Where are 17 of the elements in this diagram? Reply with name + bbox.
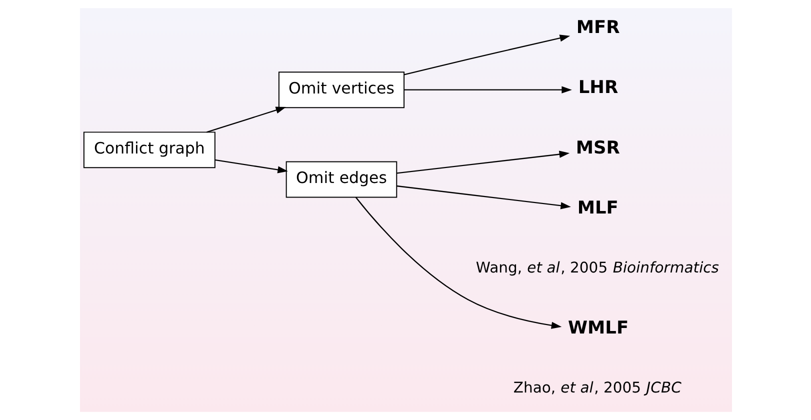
node-text: MFR [576, 18, 620, 38]
arrow [396, 150, 570, 174]
node-text: LHR [578, 78, 618, 98]
node-text: MSR [575, 138, 620, 158]
node-label: Wang, et al, 2005 Bioinformatics [475, 260, 718, 277]
node-text: WMLF [568, 318, 628, 339]
arrow [396, 185, 570, 210]
arrow [404, 86, 572, 94]
arrow [206, 106, 286, 133]
node-text: MLF [576, 198, 618, 218]
node-box: Omit vertices [278, 72, 404, 108]
arrow [214, 159, 288, 174]
arrow [354, 196, 562, 329]
node-label: Zhao, et al, 2005 JCBC [512, 380, 681, 397]
node-box: Conflict graph [82, 132, 215, 168]
node-box: Omit edges [285, 161, 397, 198]
arrow [403, 34, 570, 76]
